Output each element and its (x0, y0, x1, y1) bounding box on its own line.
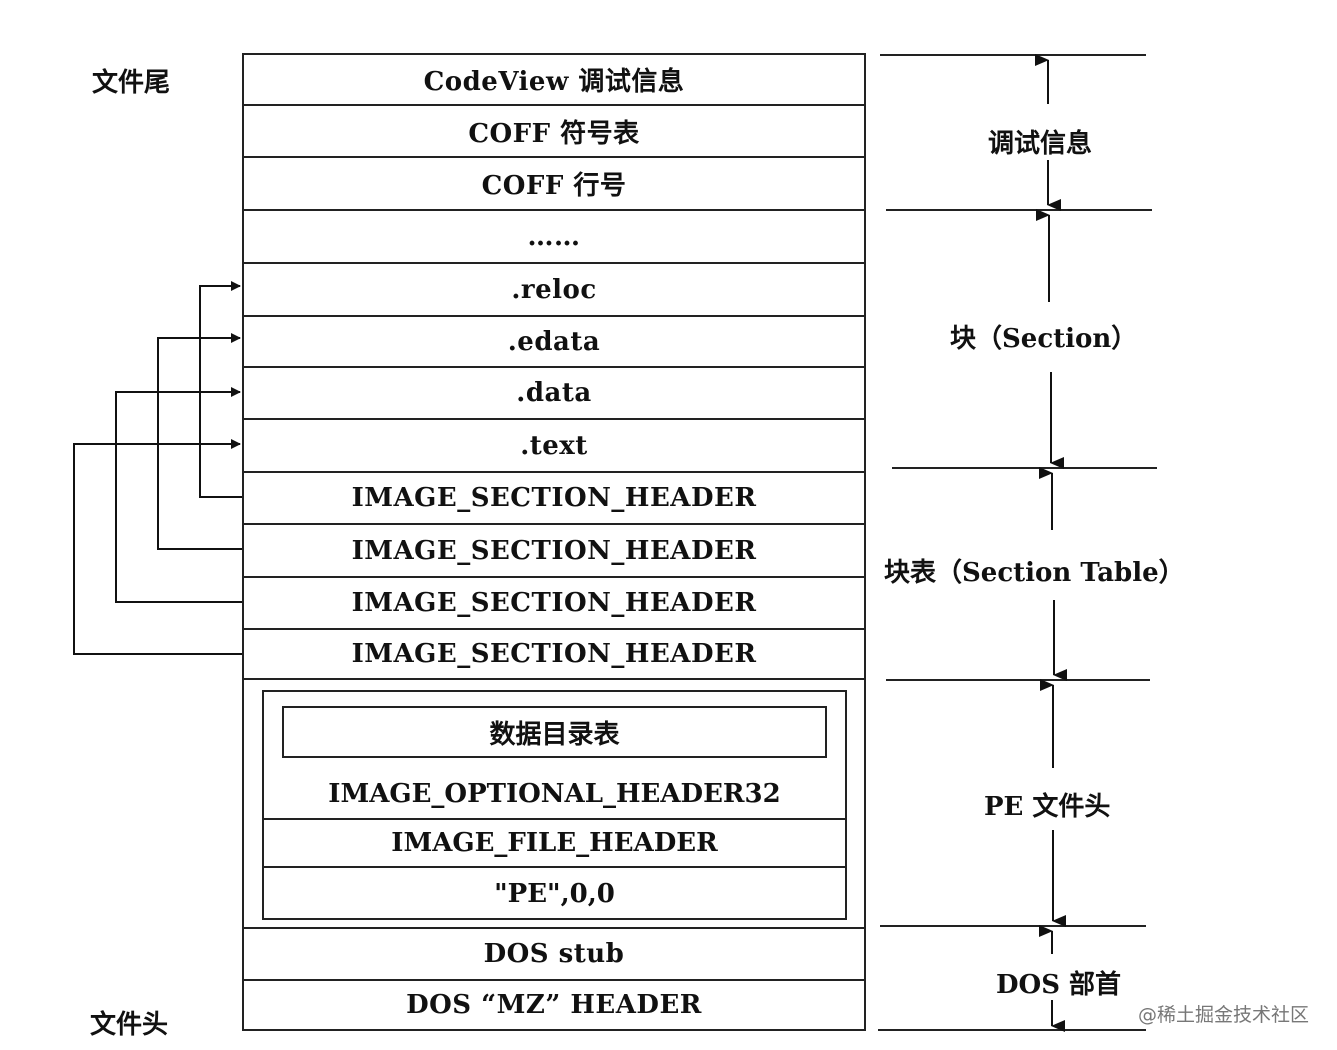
pe-file-header-label: PE 文件头 (984, 792, 1111, 822)
structure-row: COFF 符号表 (242, 104, 866, 156)
structure-row: IMAGE_SECTION_HEADER (242, 471, 866, 523)
section-header-connectors (73, 281, 242, 655)
span-arrows (1035, 54, 1067, 1032)
file-header-row: IMAGE_FILE_HEADER (264, 818, 845, 868)
structure-row: COFF 行号 (242, 156, 866, 209)
pe-header-outer (242, 680, 866, 927)
dos-stub-row: DOS stub (242, 927, 866, 979)
file-head-label: 文件头 (90, 1010, 169, 1040)
structure-row: IMAGE_SECTION_HEADER (242, 523, 866, 576)
watermark: @稀土掘金技术社区 (1137, 1004, 1309, 1026)
structure-row: IMAGE_SECTION_HEADER (242, 628, 866, 680)
dos-mz-header-row: DOS “MZ” HEADER (242, 979, 866, 1031)
signature-row: "PE",0,0 (494, 879, 615, 909)
structure-row: .reloc (242, 262, 866, 315)
structure-row: .edata (242, 315, 866, 366)
structure-row: CodeView 调试信息 (242, 53, 866, 104)
structure-row: .data (242, 366, 866, 418)
dos-header-label: DOS 部首 (996, 970, 1122, 1000)
structure-row: IMAGE_SECTION_HEADER (242, 576, 866, 628)
structure-row: …… (242, 209, 866, 262)
pe-header-inner (262, 690, 847, 920)
right-boundary-lines (878, 54, 1157, 1031)
data-directory-box: 数据目录表 (282, 706, 827, 758)
section-table-label: 块表（Section Table） (884, 558, 1185, 588)
debug-info-label: 调试信息 (988, 129, 1093, 159)
optional-header-row: IMAGE_OPTIONAL_HEADER32 (328, 779, 781, 809)
section-label: 块（Section） (950, 324, 1138, 354)
file-tail-label: 文件尾 (92, 68, 171, 98)
structure-row: .text (242, 418, 866, 471)
